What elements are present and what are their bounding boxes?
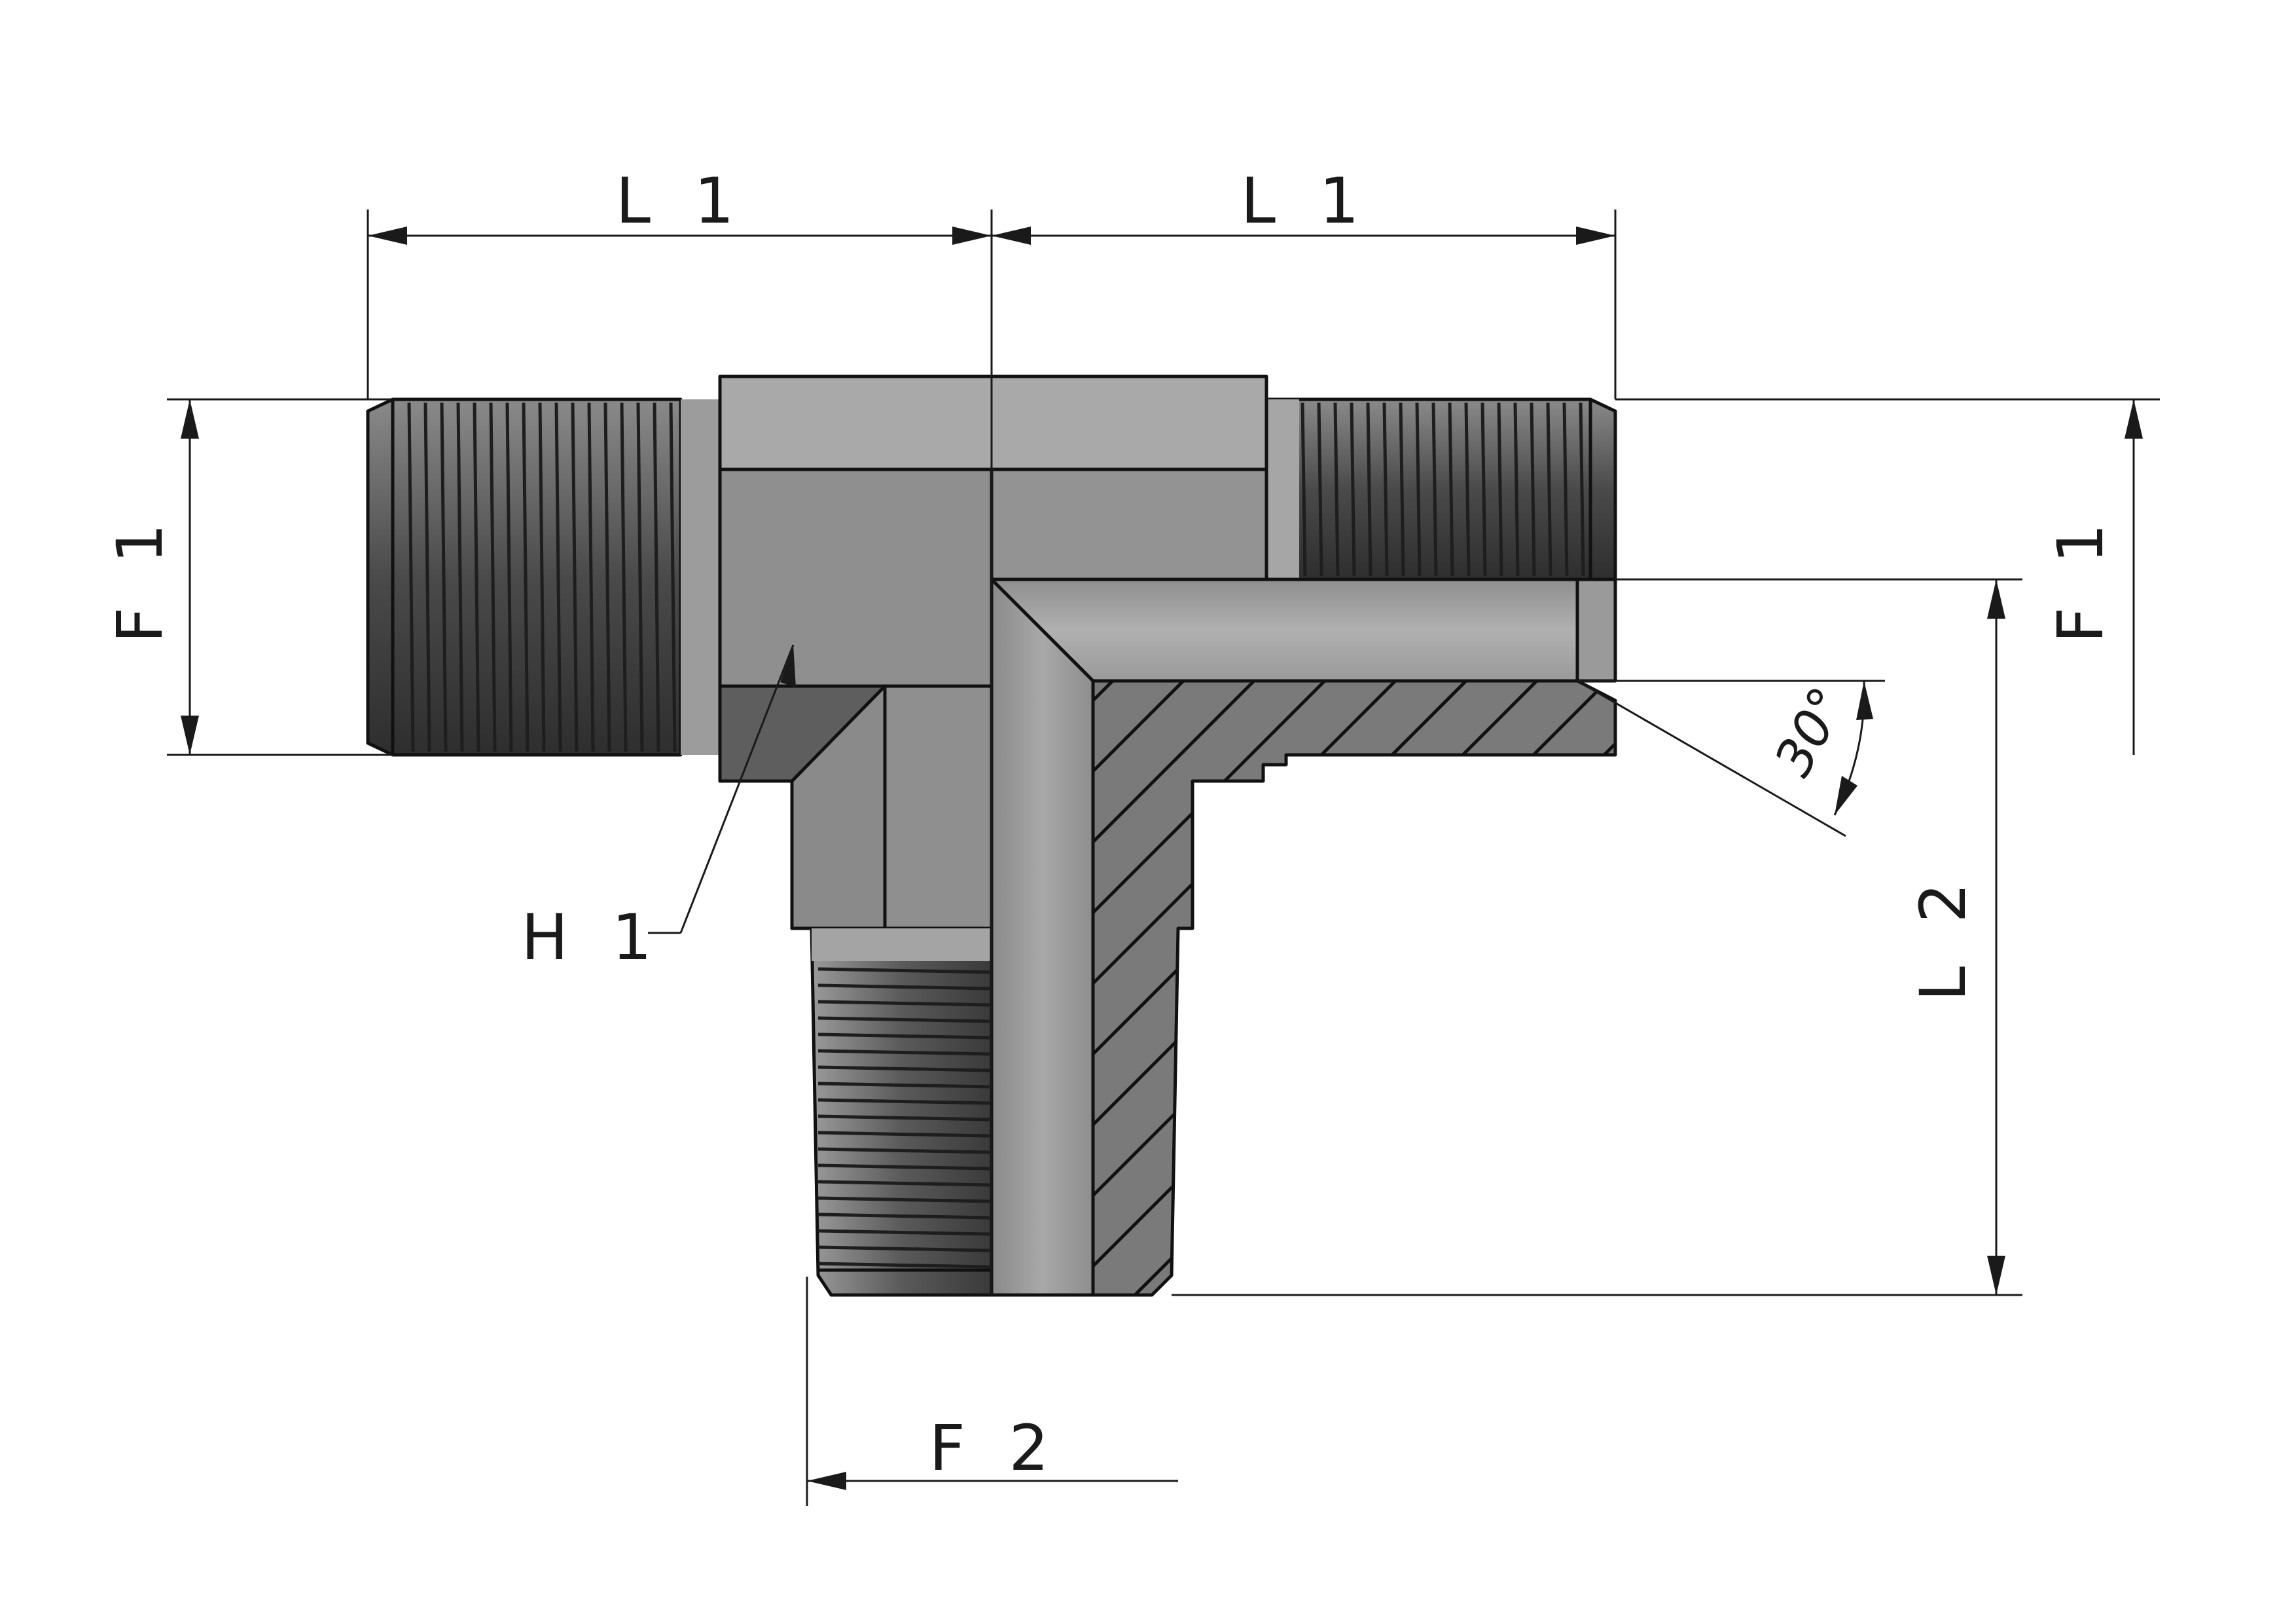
section-hatch-line — [1093, 681, 1282, 1295]
section-hatch-line — [1757, 655, 2296, 1309]
thread-crest-line — [653, 402, 660, 752]
thread-crest-line — [817, 1114, 990, 1122]
label-h1: H 1 — [521, 901, 664, 974]
thread-crest-line — [636, 402, 644, 752]
thread-crest-line — [817, 1229, 990, 1236]
thread-crest-line — [817, 1000, 990, 1007]
section-hatch-line — [2039, 655, 2296, 1309]
section-hatch-line — [2181, 655, 2296, 1309]
label-f2: F 2 — [929, 1412, 1061, 1485]
thread-crest-line — [505, 402, 513, 752]
thread-crest-line — [1431, 402, 1438, 577]
thread-crest-line — [1366, 402, 1372, 577]
left-thread — [366, 397, 720, 757]
thread-crest-line — [817, 1163, 990, 1171]
label-l2: L 2 — [1907, 871, 1980, 1001]
thread-crest-line — [1530, 402, 1536, 577]
thread-crest-line — [407, 402, 415, 752]
thread-crest-line — [817, 1131, 990, 1138]
thread-crest-line — [817, 1032, 990, 1040]
thread-crest-line — [1579, 402, 1585, 577]
thread-crest-line — [1300, 402, 1307, 577]
thread-crest-line — [1480, 402, 1487, 577]
thread-crest-line — [817, 1065, 990, 1072]
thread-crest-line — [817, 1147, 990, 1154]
thread-crest-line — [817, 1098, 990, 1105]
thread-crest-line — [489, 402, 497, 752]
thread-crest-line — [1382, 402, 1389, 577]
thread-crest-line — [669, 402, 677, 752]
thread-crest-line — [1350, 402, 1356, 577]
section-hatch-line — [1543, 681, 1615, 1295]
thread-crest-line — [817, 1180, 990, 1187]
thread-crest-line — [587, 402, 595, 752]
bottom-thread — [810, 926, 994, 1297]
thread-crest-line — [522, 402, 529, 752]
section-hatch-line — [1969, 655, 2296, 1309]
section-hatch-line — [2251, 655, 2296, 1309]
thread-crest-line — [817, 1016, 990, 1023]
thread-crest-line — [1399, 402, 1405, 577]
thread-crest-line — [817, 1196, 990, 1203]
thread-crest-line — [456, 402, 464, 752]
thread-crest-line — [817, 1262, 990, 1269]
thread-crest-line — [554, 402, 562, 752]
thread-crest-line — [1562, 402, 1569, 577]
thread-crest-line — [817, 1213, 990, 1220]
dimension-lines — [167, 210, 2160, 1506]
label-f1-right: F 1 — [2044, 512, 2117, 644]
thread-crest-line — [423, 402, 431, 752]
label-l1-left: L 1 — [615, 164, 745, 238]
thread-crest-line — [440, 402, 448, 752]
thread-crest-line — [817, 1082, 990, 1089]
label-angle: 30° — [1764, 678, 1858, 786]
thread-crest-line — [538, 402, 546, 752]
thread-crest-line — [620, 402, 628, 752]
section-hatch-line — [1827, 655, 2296, 1309]
label-l1-right: L 1 — [1240, 164, 1371, 238]
label-f1-left: F 1 — [103, 512, 177, 644]
thread-crest-line — [473, 402, 480, 752]
section-hatch-line — [1093, 681, 1211, 1295]
tee-body — [718, 374, 1268, 930]
thread-crest-line — [1546, 402, 1552, 577]
thread-crest-line — [1415, 402, 1422, 577]
thread-crest-line — [1333, 402, 1340, 577]
right-thread — [1265, 397, 1617, 581]
thread-crest-line — [817, 1245, 990, 1252]
thread-crest-line — [817, 1049, 990, 1056]
thread-crest-line — [817, 983, 990, 991]
thread-crest-line — [1497, 402, 1503, 577]
thread-crest-line — [1513, 402, 1520, 577]
section-hatch-line — [1093, 681, 1352, 1295]
thread-crest-line — [1448, 402, 1454, 577]
section-hatch-line — [2110, 655, 2296, 1309]
thread-crest-line — [603, 402, 611, 752]
thread-crest-line — [571, 402, 579, 752]
thread-crest-line — [1317, 402, 1323, 577]
thread-crest-line — [817, 967, 990, 974]
thread-crest-line — [1464, 402, 1471, 577]
